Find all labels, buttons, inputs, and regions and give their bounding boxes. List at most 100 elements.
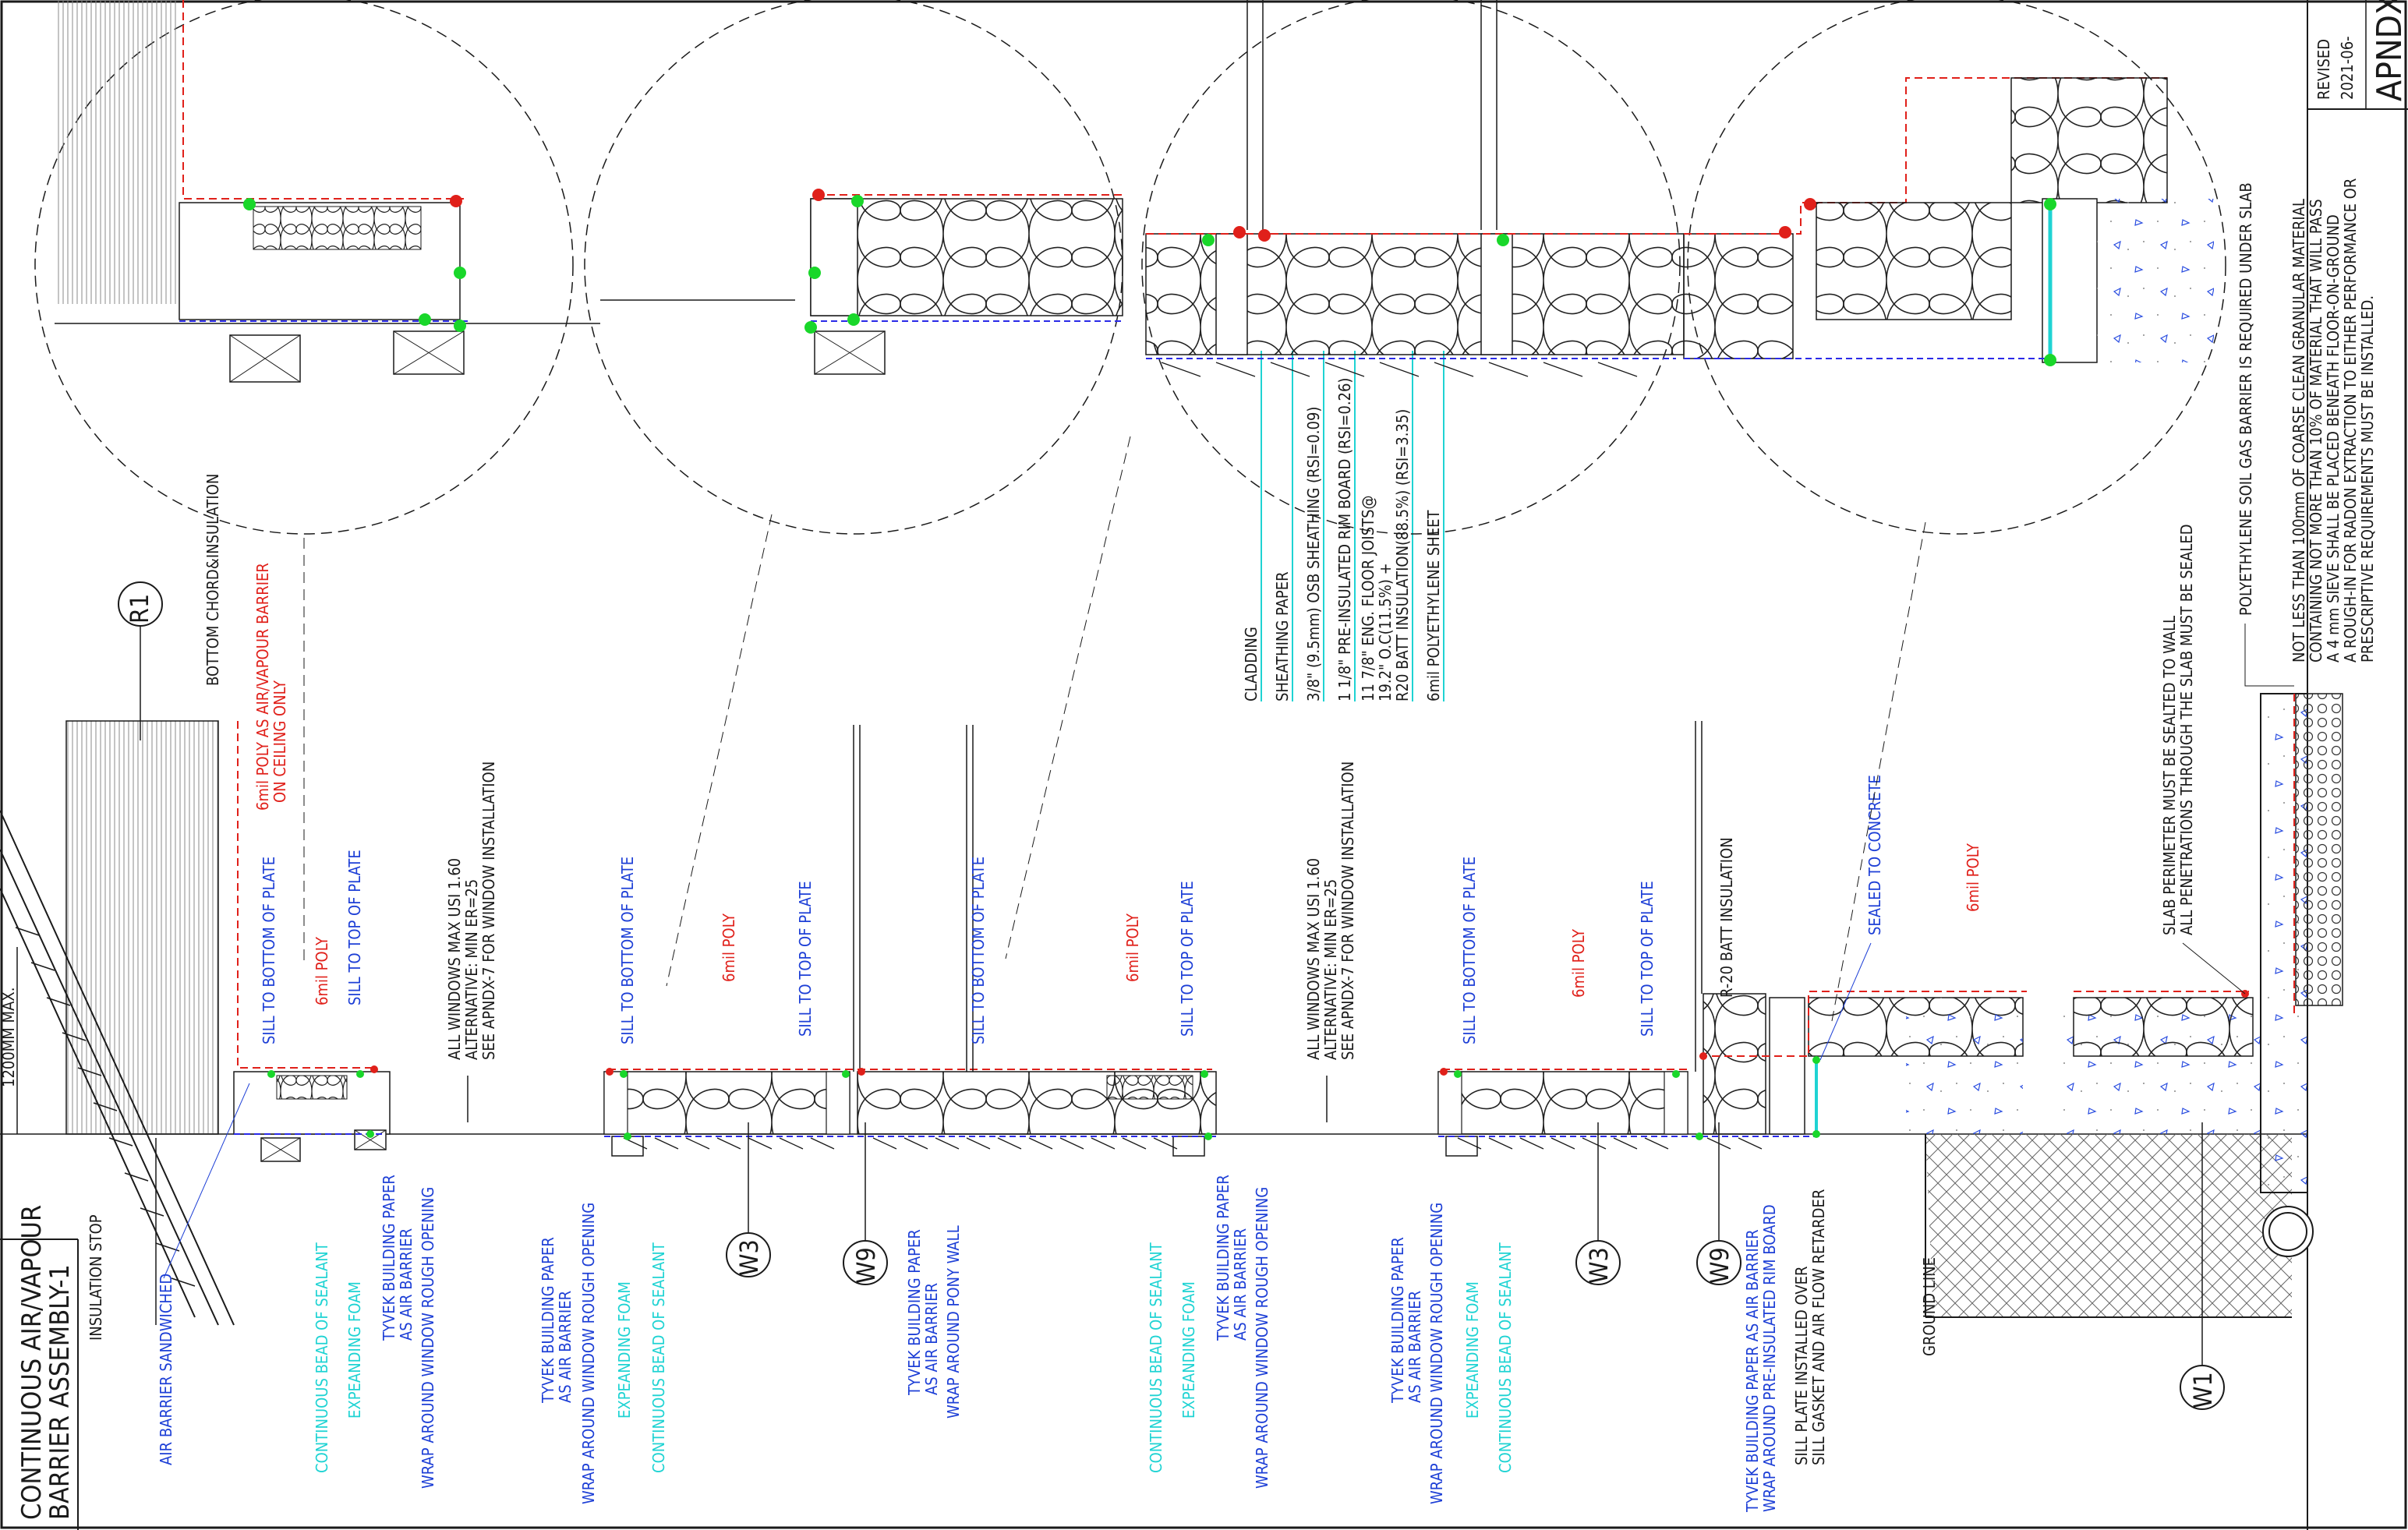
sheet-title-line-2: BARRIER ASSEMBLY-1 xyxy=(44,1264,76,1520)
seal-point xyxy=(454,320,466,332)
detail-floor-insulation xyxy=(2010,77,2168,203)
sill-plate-label-1: SILL PLATE INSTALLED OVER xyxy=(1792,1266,1811,1465)
poly-label: 6mil POLY xyxy=(1964,843,1982,912)
leader-line xyxy=(163,1083,250,1279)
poly-label: 6mil POLY xyxy=(720,913,738,982)
seal-point xyxy=(1804,198,1816,210)
seal-point xyxy=(1454,1070,1462,1078)
seal-point xyxy=(1672,1070,1680,1078)
leader-line xyxy=(1819,942,1872,1061)
window-note-3: SEE APNDX-7 FOR WINDOW INSTALLATION xyxy=(1338,761,1357,1060)
roof-ceiling-detail xyxy=(0,720,391,1326)
detail-siding xyxy=(1161,362,1638,377)
sealant-label: CONTINUOUS BEAD OF SEALANT xyxy=(649,1242,668,1473)
tyvek-label-2: AS AIR BARRIER xyxy=(922,1283,941,1395)
revised-date: 2021-06- xyxy=(2338,36,2357,100)
detail-poly xyxy=(182,0,464,200)
drain-pipe-outer xyxy=(2262,1206,2314,1257)
seal-point xyxy=(620,1070,628,1078)
granular-note-2: CONTAINING NOT MORE THAN 10% OF MATERIAL… xyxy=(2307,199,2325,663)
batt-label: R-20 BATT INSULATION xyxy=(1717,837,1736,998)
wall-insulation xyxy=(603,1071,850,1135)
wrap-label: WRAP AROUND WINDOW ROUGH OPENING xyxy=(419,1187,437,1489)
window-note-1: ALL WINDOWS MAX USI 1.60 xyxy=(1304,858,1323,1060)
roof-rafter xyxy=(0,849,219,1326)
wall-insulation xyxy=(1437,1071,1688,1135)
soil-gas-note: POLYETHYLENE SOIL GAS BARRIER IS REQUIRE… xyxy=(2237,182,2255,616)
seal-point xyxy=(1440,1068,1448,1076)
seal-point xyxy=(370,1065,378,1073)
sill-top-label: SILL TO TOP OF PLATE xyxy=(1638,881,1657,1037)
detail-callout-leader xyxy=(666,514,773,987)
seal-point xyxy=(804,321,817,334)
sealant-label: CONTINUOUS BEAD OF SEALANT xyxy=(313,1242,331,1473)
detail-stud xyxy=(810,198,858,316)
tyvek-label-2: AS AIR BARRIER xyxy=(1231,1228,1250,1341)
roof-rafter xyxy=(0,810,235,1326)
seal-point xyxy=(851,195,864,207)
tyvek-rim-label-1: TYVEK BUILDING PAPER AS AIR BARRIER xyxy=(1743,1229,1762,1513)
seal-point xyxy=(1696,1132,1703,1140)
window-note-2: ALTERNATIVE: MIN ER=25 xyxy=(462,879,481,1060)
seal-point xyxy=(419,313,431,326)
floor-layer-label: SHEATHING PAPER xyxy=(1273,571,1292,701)
seal-point xyxy=(857,1068,865,1076)
enlarged-detail-4 xyxy=(1683,0,2226,535)
sealant-label: CONTINUOUS BEAD OF SEALANT xyxy=(1496,1242,1515,1473)
detail-batt xyxy=(253,206,422,250)
leader-line xyxy=(2182,942,2246,995)
slab-batt xyxy=(2073,997,2254,1057)
seal-point xyxy=(812,189,825,201)
enlarged-detail-2 xyxy=(584,0,1123,535)
seal-point xyxy=(1497,234,1509,246)
seal-point xyxy=(1204,1132,1212,1140)
floor-layer-label: R20 BATT INSULATION(88.5%) (RSI=3.35) xyxy=(1393,409,1412,701)
stud xyxy=(1664,1071,1688,1135)
rim-insulation xyxy=(1703,993,1766,1135)
rim-board xyxy=(1769,997,1805,1135)
window-note-3: SEE APNDX-7 FOR WINDOW INSTALLATION xyxy=(479,761,498,1060)
bottom-chord-label: BOTTOM CHORD&INSULATION xyxy=(203,474,222,686)
poly-label: 6mil POLY xyxy=(1569,928,1588,998)
stud xyxy=(826,1071,850,1135)
seal-point xyxy=(1202,234,1215,246)
seal-point xyxy=(454,267,466,279)
air-barrier-sandwiched-label: AIR BARRIER SANDWICHED xyxy=(157,1274,175,1465)
sill-bottom-label: SILL TO BOTTOM OF PLATE xyxy=(969,857,988,1044)
tag-w9-label: W9 xyxy=(851,1247,881,1284)
sill-top-label: SILL TO TOP OF PLATE xyxy=(796,881,815,1037)
seal-point xyxy=(243,198,256,210)
drain-pipe-inner xyxy=(2268,1212,2307,1251)
foam-label: EXPEANDING FOAM xyxy=(615,1281,634,1419)
floor-layer-label: 3/8" (9.5mm) OSB SHEATHING (RSI=0.09) xyxy=(1304,407,1323,701)
detail-block-cross xyxy=(814,330,886,375)
tag-r1-label: R1 xyxy=(125,594,154,624)
poly-label: 6mil POLY xyxy=(313,936,331,1005)
seal-point xyxy=(1812,1130,1820,1138)
seal-point xyxy=(847,313,860,326)
foundation-detail xyxy=(1906,693,2343,1318)
poly-barrier-line xyxy=(237,721,374,1069)
detail-block-cross xyxy=(393,330,465,375)
floor-layer-label: CLADDING xyxy=(1242,627,1261,701)
tyvek-rim-label-2: WRAP AROUND PRE-INSULATED RIM BOARD xyxy=(1760,1204,1779,1512)
tyvek-label-2: AS AIR BARRIER xyxy=(397,1228,415,1341)
detail-insulation xyxy=(55,0,179,304)
siding xyxy=(623,1137,1178,1150)
tag-w1-label: W1 xyxy=(2188,1372,2218,1408)
foam-label: EXPEANDING FOAM xyxy=(345,1281,364,1419)
roof-shingles xyxy=(15,927,196,1287)
seal-point xyxy=(2044,198,2056,210)
detail-concrete xyxy=(2097,199,2214,362)
concrete-wall xyxy=(1906,998,2023,1134)
seal-point xyxy=(1233,226,1246,239)
sill-block xyxy=(1172,1136,1205,1157)
slab-perimeter-note-1: SLAB PERIMETER MUST BE SEALTED TO WALL xyxy=(2160,616,2179,935)
tyvek-label-1: TYVEK BUILDING PAPER xyxy=(1214,1175,1232,1341)
wrap-label: WRAP AROUND WINDOW ROUGH OPENING xyxy=(1253,1187,1271,1489)
leader-line xyxy=(2244,624,2294,687)
foam-label: EXPEANDING FOAM xyxy=(1463,1281,1482,1419)
enlarged-detail-3 xyxy=(1141,0,1685,535)
foam-label: EXPEANDING FOAM xyxy=(1179,1281,1198,1419)
